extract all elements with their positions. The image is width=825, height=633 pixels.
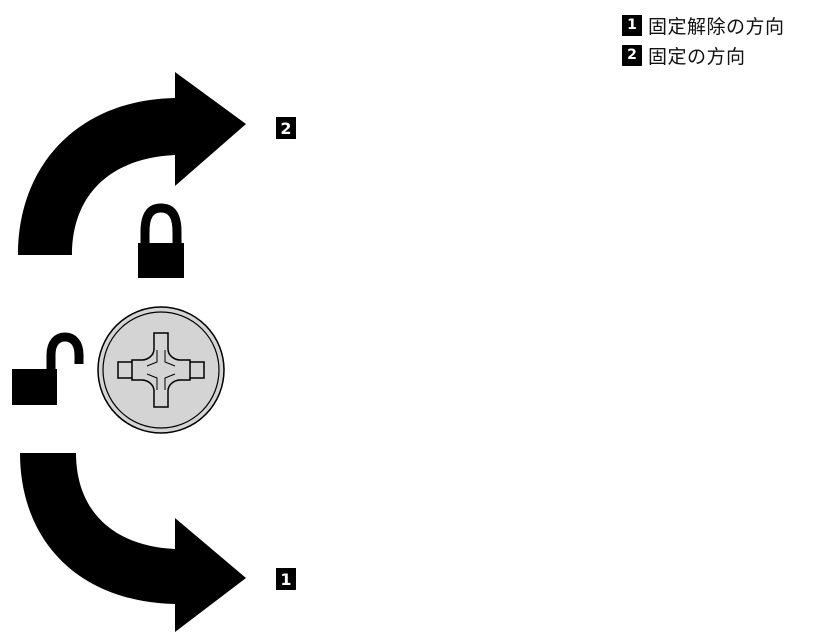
padlock-closed-icon bbox=[138, 203, 184, 278]
callout-2-badge: 2 bbox=[276, 117, 296, 139]
legend: 1 固定解除の方向 2 固定の方向 bbox=[622, 12, 822, 72]
legend-label: 固定の方向 bbox=[648, 45, 746, 68]
legend-number-badge: 2 bbox=[622, 44, 642, 66]
curved-arrow-counterclockwise-icon bbox=[20, 453, 246, 632]
curved-arrow-clockwise-icon bbox=[18, 72, 246, 255]
legend-item-unlock: 1 固定解除の方向 bbox=[622, 12, 822, 38]
callout-1-badge: 1 bbox=[276, 568, 296, 590]
callout-1-text: 1 bbox=[280, 570, 291, 589]
legend-item-lock: 2 固定の方向 bbox=[622, 42, 822, 68]
callout-2-text: 2 bbox=[280, 119, 291, 138]
padlock-open-icon bbox=[12, 332, 84, 405]
legend-number-badge: 1 bbox=[622, 14, 642, 36]
legend-label: 固定解除の方向 bbox=[648, 15, 785, 38]
phillips-screw-head-icon bbox=[97, 306, 225, 434]
